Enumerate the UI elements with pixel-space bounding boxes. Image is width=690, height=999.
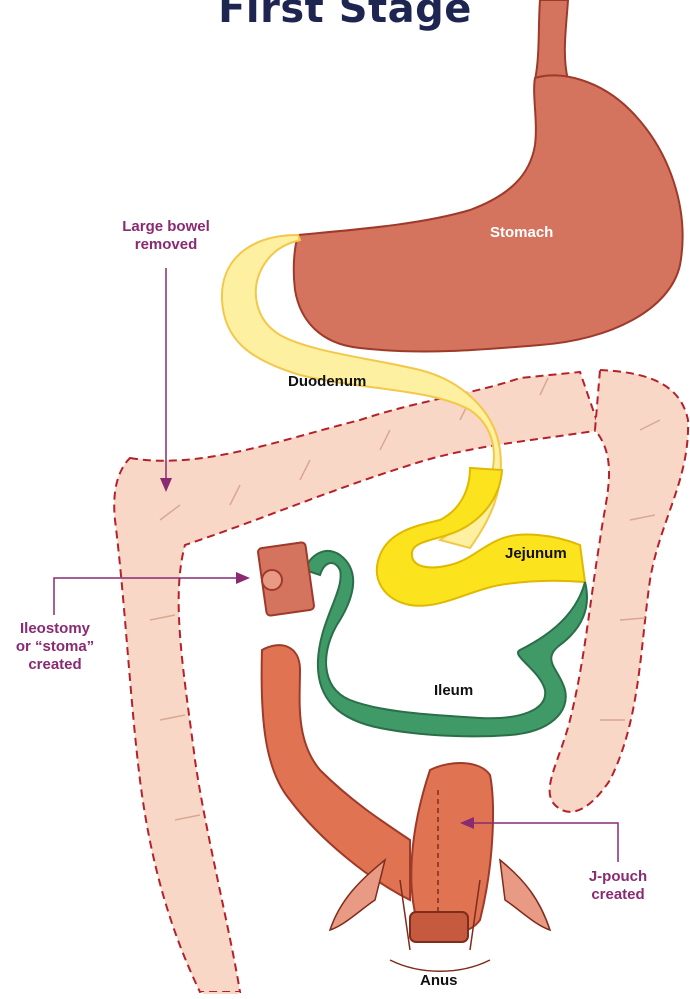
page-title: First Stage xyxy=(0,0,690,32)
label-duodenum: Duodenum xyxy=(288,373,366,391)
label-ileum: Ileum xyxy=(434,682,473,700)
label-anus: Anus xyxy=(420,972,458,990)
rectal-loop xyxy=(262,645,410,900)
jejunum xyxy=(377,468,585,606)
annotation-large-bowel: Large bowel removed xyxy=(96,218,236,254)
annotation-ileostomy: Ileostomy or “stoma” created xyxy=(0,620,110,674)
j-pouch xyxy=(411,763,493,934)
large-bowel-right-segment xyxy=(550,370,688,812)
stomach xyxy=(294,0,683,351)
stoma xyxy=(258,542,315,616)
label-jejunum: Jejunum xyxy=(505,545,567,563)
annotation-j-pouch: J-pouch created xyxy=(568,868,668,904)
stomach-body xyxy=(294,75,683,351)
label-stomach: Stomach xyxy=(490,224,553,242)
